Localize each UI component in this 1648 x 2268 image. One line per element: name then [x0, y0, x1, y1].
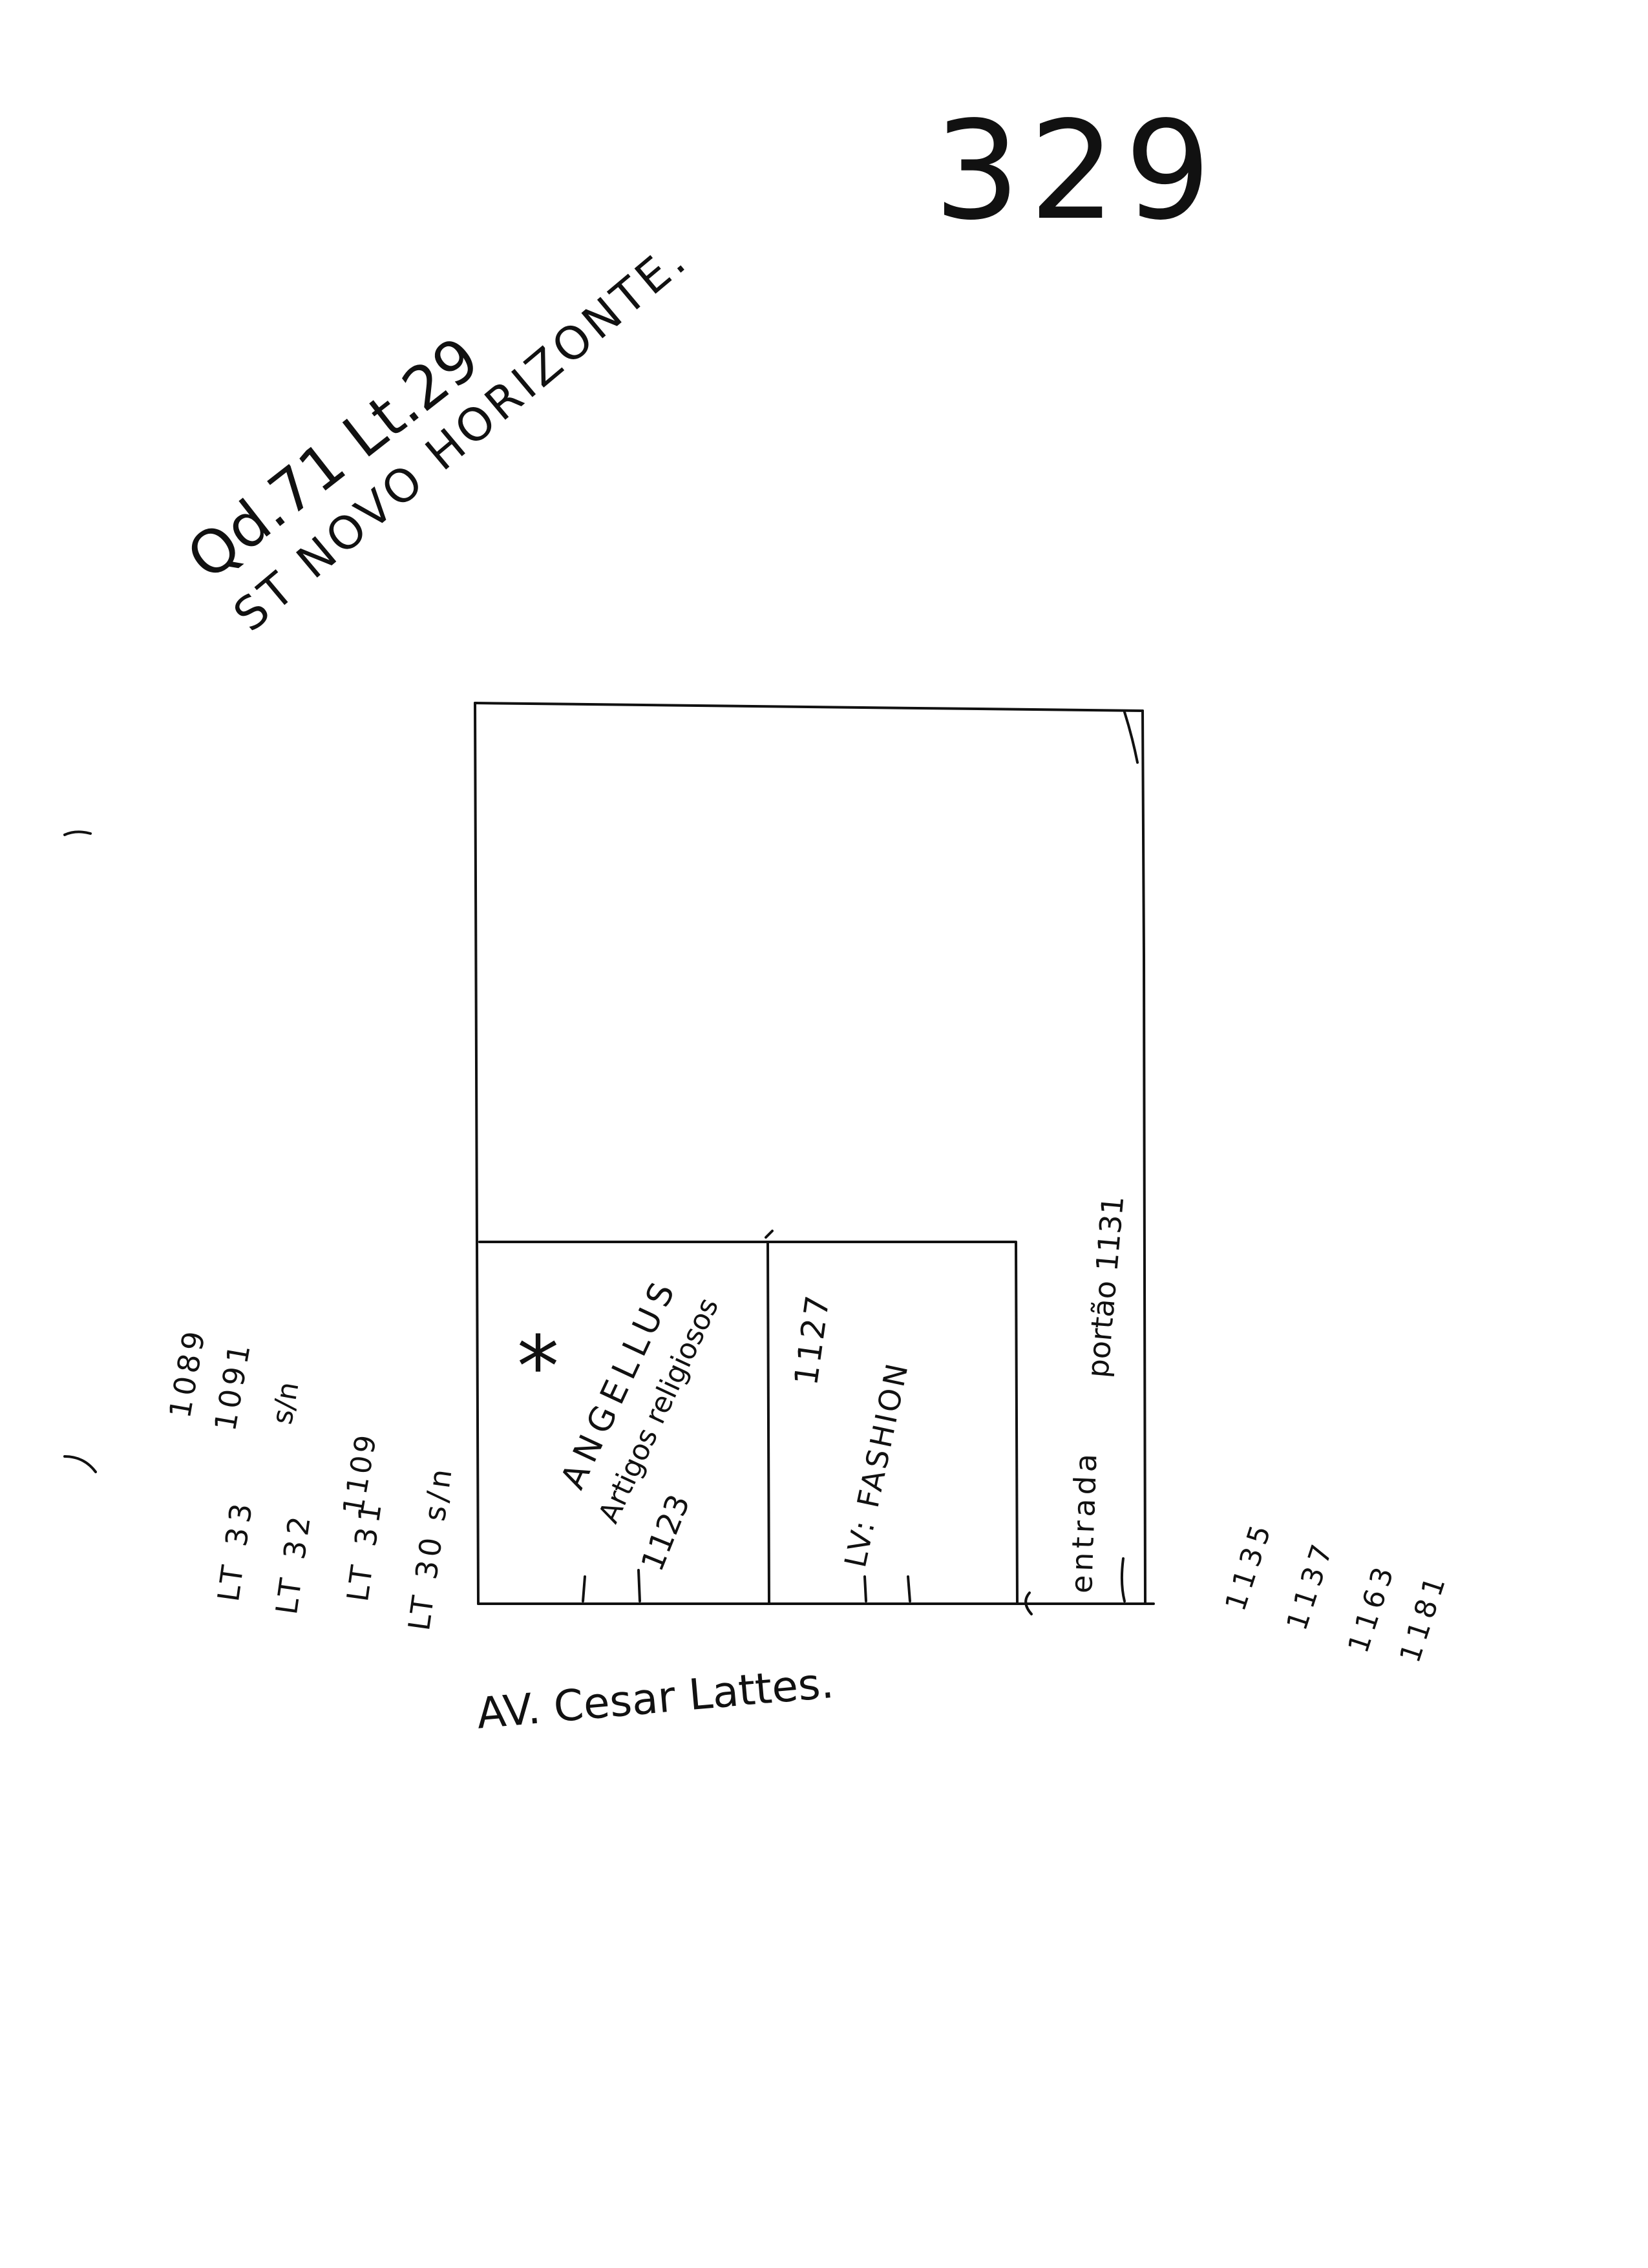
- store-1-mark: *: [517, 1318, 559, 1416]
- lot-left-edge: [474, 702, 480, 1605]
- page-number: 329: [934, 92, 1220, 250]
- lot-top-edge: [474, 702, 1144, 712]
- store-divider-2: [1015, 1241, 1019, 1605]
- left-lot-number-32: s/n: [266, 1379, 306, 1427]
- store-divider-1: [766, 1241, 770, 1605]
- lot-right-edge: [1141, 709, 1146, 1605]
- store-3-entrance: entrada: [1064, 1449, 1104, 1594]
- lot-right-edge-tick: [1123, 711, 1139, 764]
